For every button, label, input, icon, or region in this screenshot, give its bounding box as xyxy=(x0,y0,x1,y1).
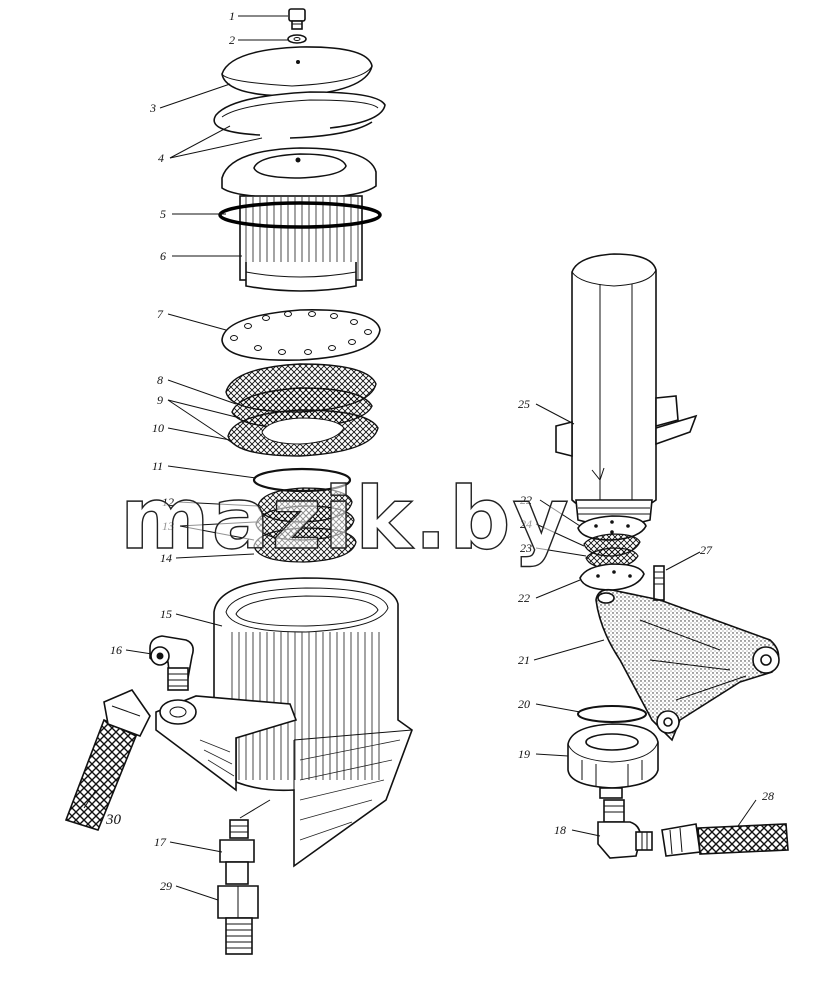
callout-28: 28 xyxy=(762,789,774,803)
left-filter-assembly xyxy=(64,8,413,955)
part-washer xyxy=(287,34,307,44)
part-seal-ring xyxy=(577,705,647,723)
callout-20: 20 xyxy=(518,697,530,711)
part-threaded-fitting xyxy=(217,885,259,955)
part-bolt xyxy=(288,8,306,30)
callout-14: 14 xyxy=(160,551,172,565)
part-gasket-plate xyxy=(221,309,381,361)
part-mounting-bracket xyxy=(595,588,780,742)
callout-labels: 1 2 3 4 5 6 7 8 9 10 11 12 13 14 15 16 3… xyxy=(105,9,774,893)
callout-17: 17 xyxy=(154,835,167,849)
callout-11: 11 xyxy=(152,459,163,473)
watermark-text: mazik.by xyxy=(120,469,571,569)
callout-23: 23 xyxy=(520,541,532,555)
part-elbow-fitting xyxy=(149,635,194,691)
part-disk-stack xyxy=(577,515,647,591)
callout-4: 4 xyxy=(158,151,164,165)
part-mesh-screens xyxy=(225,363,379,457)
callout-24: 24 xyxy=(520,517,532,531)
callout-21: 21 xyxy=(518,653,530,667)
leader-lines xyxy=(83,15,757,901)
callout-10: 10 xyxy=(152,421,164,435)
callout-9: 9 xyxy=(157,393,163,407)
callout-5: 5 xyxy=(160,207,166,221)
right-filter-assembly xyxy=(555,253,789,859)
part-braided-hose-left xyxy=(64,689,151,831)
callout-8: 8 xyxy=(157,373,163,387)
callout-6: 6 xyxy=(160,249,166,263)
callout-29: 29 xyxy=(160,879,172,893)
callout-7: 7 xyxy=(157,307,164,321)
callout-19: 19 xyxy=(518,747,530,761)
callout-12: 12 xyxy=(162,495,174,509)
callout-18: 18 xyxy=(554,823,566,837)
part-stud xyxy=(653,565,665,601)
part-tall-bowl xyxy=(555,253,698,526)
callout-16: 16 xyxy=(110,643,122,657)
part-cover-lid xyxy=(221,46,373,97)
callout-1: 1 xyxy=(229,9,235,23)
callout-3: 3 xyxy=(149,101,156,115)
callout-27: 27 xyxy=(700,543,713,557)
part-union-nut xyxy=(567,723,659,799)
callout-22: 22 xyxy=(520,493,532,507)
callout-2: 2 xyxy=(229,33,235,47)
part-filter-housing xyxy=(155,577,413,868)
callout-15: 15 xyxy=(160,607,172,621)
callout-30: 30 xyxy=(105,812,122,828)
part-braided-hose-right xyxy=(661,823,789,857)
part-filter-element xyxy=(218,147,382,292)
part-split-rings xyxy=(213,91,386,139)
part-nipple-adapter xyxy=(219,819,255,885)
part-elbow-fitting-right xyxy=(597,799,653,859)
part-small-screens xyxy=(253,487,357,563)
callout-25: 25 xyxy=(518,397,530,411)
callout-22-lower: 22 xyxy=(518,591,530,605)
callout-13: 13 xyxy=(162,519,174,533)
